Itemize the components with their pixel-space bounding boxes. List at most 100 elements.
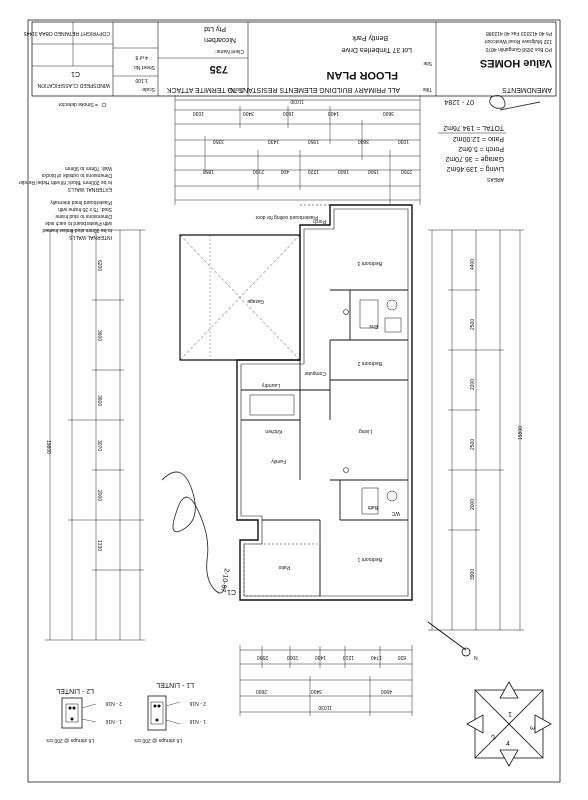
bottom-dimension-labels: 11030 4900 3400 2600 820 1740 1210 1430 … — [256, 654, 406, 710]
internal-walls-title: INTERNAL WALLS — [69, 234, 112, 240]
compass-quadrants: 1 2 3 4 — [490, 710, 535, 748]
termite-note: ALL PRIMARY BUILDING ELEMENTS RESISTANT … — [167, 86, 400, 93]
area-living: Living = 139.46m2 — [446, 165, 504, 172]
dim-bottom-3: 2600 — [256, 688, 267, 694]
internal-walls-line-2: with Plasterboard to each side — [45, 220, 112, 226]
dim-bottom-1: 4900 — [381, 688, 392, 694]
wall-notes: INTERNAL WALLS to be 90mm stud timber fr… — [18, 165, 112, 240]
dim-top-r2-3: 1950 — [308, 138, 319, 144]
lintel-l2-bar-bottom: 1 - N16 — [105, 718, 122, 724]
quadrant-4: 4 — [506, 741, 510, 748]
dim-bottom-r2-6: 2990 — [257, 654, 268, 660]
room-laundry: Laundry — [261, 382, 280, 388]
dim-right-3: 2200 — [470, 379, 476, 390]
areas-schedule: AREAS Living = 139.46m2 Garage = 36.70m2… — [438, 124, 506, 182]
room-computer: Computer — [304, 370, 326, 376]
lintel-l1-bar-top: 2 - N16 — [189, 700, 206, 706]
dim-top-r3-7: 1850 — [203, 168, 214, 174]
site-compass — [466, 681, 552, 767]
scale-value: 1:100 — [135, 77, 148, 83]
internal-walls-line-4: Stud: 75 x 35 frame with — [58, 206, 112, 212]
company-phone: Ph 40 413333 Fax 40 413388 — [486, 30, 552, 36]
room-bedroom2: Bedroom 2 — [357, 360, 382, 366]
top-dimension-labels: 11030 3600 1400 1600 3400 1030 1030 3600… — [193, 98, 412, 174]
dim-bottom-2: 3400 — [311, 688, 322, 694]
room-kitchen: Kitchen — [265, 428, 282, 434]
title-block: AMENDMENTS Value HOMES PO Box 2658 Gunga… — [24, 21, 557, 97]
site-line-2: Bently Park — [352, 34, 388, 41]
lintel-l1-spec: L6 stirrups @ 200 crs — [134, 737, 182, 743]
right-dimensions — [428, 229, 524, 631]
copyright: COPYRIGHT RETAINED OBAA 31445 — [24, 30, 110, 36]
lintel-l1-bar-bottom: 1 - N16 — [189, 718, 206, 724]
scale-label: Scale: — [141, 86, 155, 92]
dim-top-r3-2: 1500 — [368, 168, 379, 174]
bottom-dimensions — [239, 645, 413, 716]
floor-plan — [179, 204, 413, 601]
job-label: Job No. — [227, 86, 244, 92]
dim-top-r1-2: 1400 — [328, 110, 339, 116]
lintel-l2-title: L2 - LINTEL — [56, 687, 94, 694]
dim-right-overall: 19800 — [518, 426, 524, 440]
signature-stamp: 07 - 1284 — [444, 95, 541, 111]
lintel-l2-detail: L2 - LINTEL 2 - N16 1 - N16 L6 stirrups … — [46, 687, 122, 743]
dim-top-r1-4: 3400 — [243, 110, 254, 116]
area-porch: Porch = 5.6m2 — [458, 145, 504, 152]
smoke-detector-icon — [343, 309, 349, 315]
area-patio: Patio = 12.00m2 — [453, 135, 504, 142]
dim-top-r2-5: 3350 — [213, 138, 224, 144]
external-walls-line-2: Dimensions to outside of blocks — [41, 172, 112, 178]
dim-left-2: 3600 — [96, 330, 102, 341]
smoke-note-group: = Smoke detector — [58, 101, 107, 108]
dim-top-r2-1: 1030 — [398, 138, 409, 144]
top-dimensions — [174, 95, 421, 205]
quadrant-1: 1 — [508, 710, 512, 717]
stamp-number: 07 - 1284 — [444, 98, 474, 105]
area-total: TOTAL = 194.76m2 — [443, 124, 504, 131]
lintel-l1-detail: L1 - LINTEL 2 - N16 1 - N16 L6 stirrups … — [134, 681, 206, 743]
client-suffix: Pty Ltd — [204, 25, 226, 32]
general-notes: ALL PRIMARY BUILDING ELEMENTS RESISTANT … — [167, 86, 400, 93]
left-dimension-labels: 19800 6200 3600 3600 3070 2000 1330 — [45, 260, 102, 551]
dim-left-3: 3600 — [96, 395, 102, 406]
right-dimension-labels: 19800 4400 2500 2200 2500 2000 3900 — [470, 259, 524, 580]
north-arrow-icon — [461, 647, 471, 657]
internal-walls-line-5: Plasterboard lined internally — [50, 199, 112, 205]
drawing-title-label: Title — [423, 86, 432, 92]
external-walls-line-1: to be 200mm 'Block' fill with Hebel Rend… — [18, 179, 112, 185]
dim-bottom-r2-5: 2000 — [287, 654, 298, 660]
dim-top-r1-1: 3600 — [383, 110, 394, 116]
room-bath: Bath — [367, 504, 378, 510]
dim-left-4: 3070 — [96, 440, 102, 451]
external-walls-title: EXTERNAL WALLS — [67, 186, 112, 192]
quadrant-3: 3 — [528, 726, 535, 730]
room-ens: Ens — [369, 323, 378, 329]
garage-ceiling-note: Plasterboard ceiling for door — [255, 214, 318, 220]
room-family: Family — [271, 458, 286, 464]
dim-bottom-r2-1: 820 — [397, 654, 406, 660]
site-label: Site — [423, 60, 432, 66]
dim-right-6: 3900 — [470, 569, 476, 580]
room-living: Living — [359, 428, 372, 434]
room-bedroom1: Bedroom 1 — [357, 556, 382, 562]
north-label: N — [474, 656, 478, 662]
dim-bottom-r2-2: 1740 — [371, 654, 382, 660]
dim-left-6: 1330 — [96, 540, 102, 551]
dim-right-4: 2500 — [470, 439, 476, 450]
lintel-l2-bar-top: 2 - N16 — [105, 700, 122, 706]
dim-top-r3-5: 400 — [280, 168, 289, 174]
dim-right-5: 2000 — [470, 499, 476, 510]
dim-right-2: 2500 — [470, 319, 476, 330]
smoke-detector-note: = Smoke detector — [58, 101, 98, 107]
dim-top-r2-2: 3600 — [358, 138, 369, 144]
areas-title: AREAS — [486, 176, 504, 182]
lintel-l2-spec: L6 stirrups @ 200 crs — [46, 737, 94, 743]
company-address-1: PO Box 2658 Gungahlin 4870 — [485, 46, 552, 52]
dim-top-r1-5: 1030 — [193, 110, 204, 116]
signature-date: 2-10-07 — [219, 568, 230, 593]
external-walls-line-3: Wall: 70mm to 90mm — [65, 165, 112, 171]
dim-top-r1-3: 1600 — [283, 110, 294, 116]
room-bedroom3: Bedroom 3 — [357, 260, 382, 266]
amendments-label: AMENDMENTS — [502, 86, 552, 93]
